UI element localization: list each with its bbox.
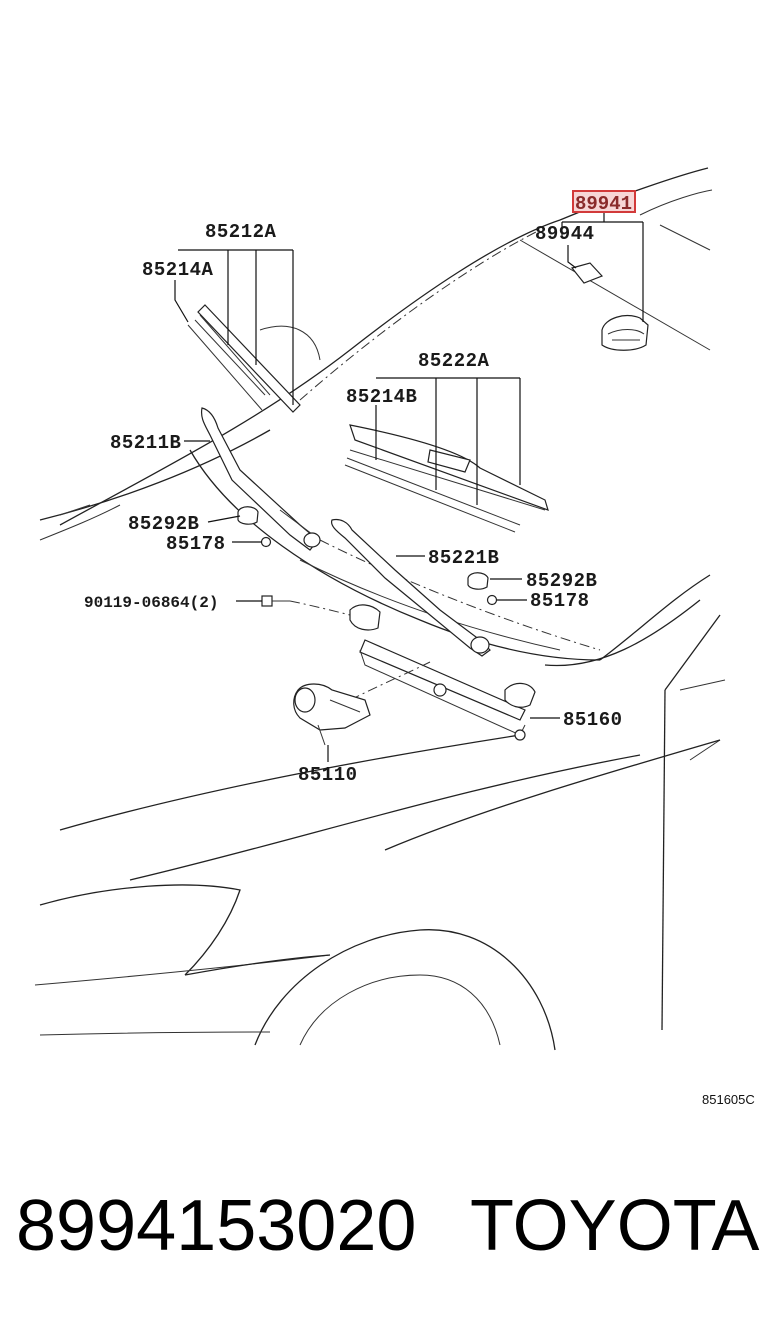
wiper-arm-left — [200, 407, 321, 551]
label-85214B[interactable]: 85214B — [346, 386, 417, 408]
wiper-blade-front-right — [344, 424, 549, 533]
label-85211B[interactable]: 85211B — [110, 432, 181, 454]
leader-lines — [174, 212, 644, 762]
nozzle-gasket — [570, 262, 604, 284]
label-85292B-right[interactable]: 85292B — [526, 570, 597, 592]
wiper-arm-right — [330, 518, 491, 657]
car-body-outline — [34, 167, 726, 1051]
highlight-box — [572, 190, 636, 213]
label-85221B[interactable]: 85221B — [428, 547, 499, 569]
washer-nozzle — [601, 315, 649, 351]
pivot-cap-right — [467, 572, 489, 590]
label-85110[interactable]: 85110 — [298, 764, 358, 786]
label-85160[interactable]: 85160 — [563, 709, 623, 731]
label-85178-right[interactable]: 85178 — [530, 590, 590, 612]
nut-right — [486, 594, 498, 606]
part-number: 8994153020 — [16, 1186, 417, 1266]
brand-name: TOYOTA — [470, 1186, 760, 1266]
nut-left — [260, 536, 272, 548]
label-85212A[interactable]: 85212A — [205, 221, 277, 243]
wiper-motor — [293, 683, 371, 746]
bolt — [261, 595, 351, 616]
label-85214A[interactable]: 85214A — [142, 259, 214, 281]
wiper-blade-front-left — [187, 304, 301, 413]
label-89941[interactable]: 89941 — [575, 193, 632, 215]
wiper-link-assembly — [349, 604, 536, 741]
diagram-code: 851605C — [702, 1092, 755, 1107]
label-85222A[interactable]: 85222A — [418, 350, 490, 372]
pivot-cap-left — [237, 506, 259, 525]
label-85178-left[interactable]: 85178 — [166, 533, 226, 555]
label-89944[interactable]: 89944 — [535, 223, 595, 245]
label-85292B-left[interactable]: 85292B — [128, 513, 199, 535]
label-90119-06864[interactable]: 90119-06864(2) — [84, 594, 218, 612]
